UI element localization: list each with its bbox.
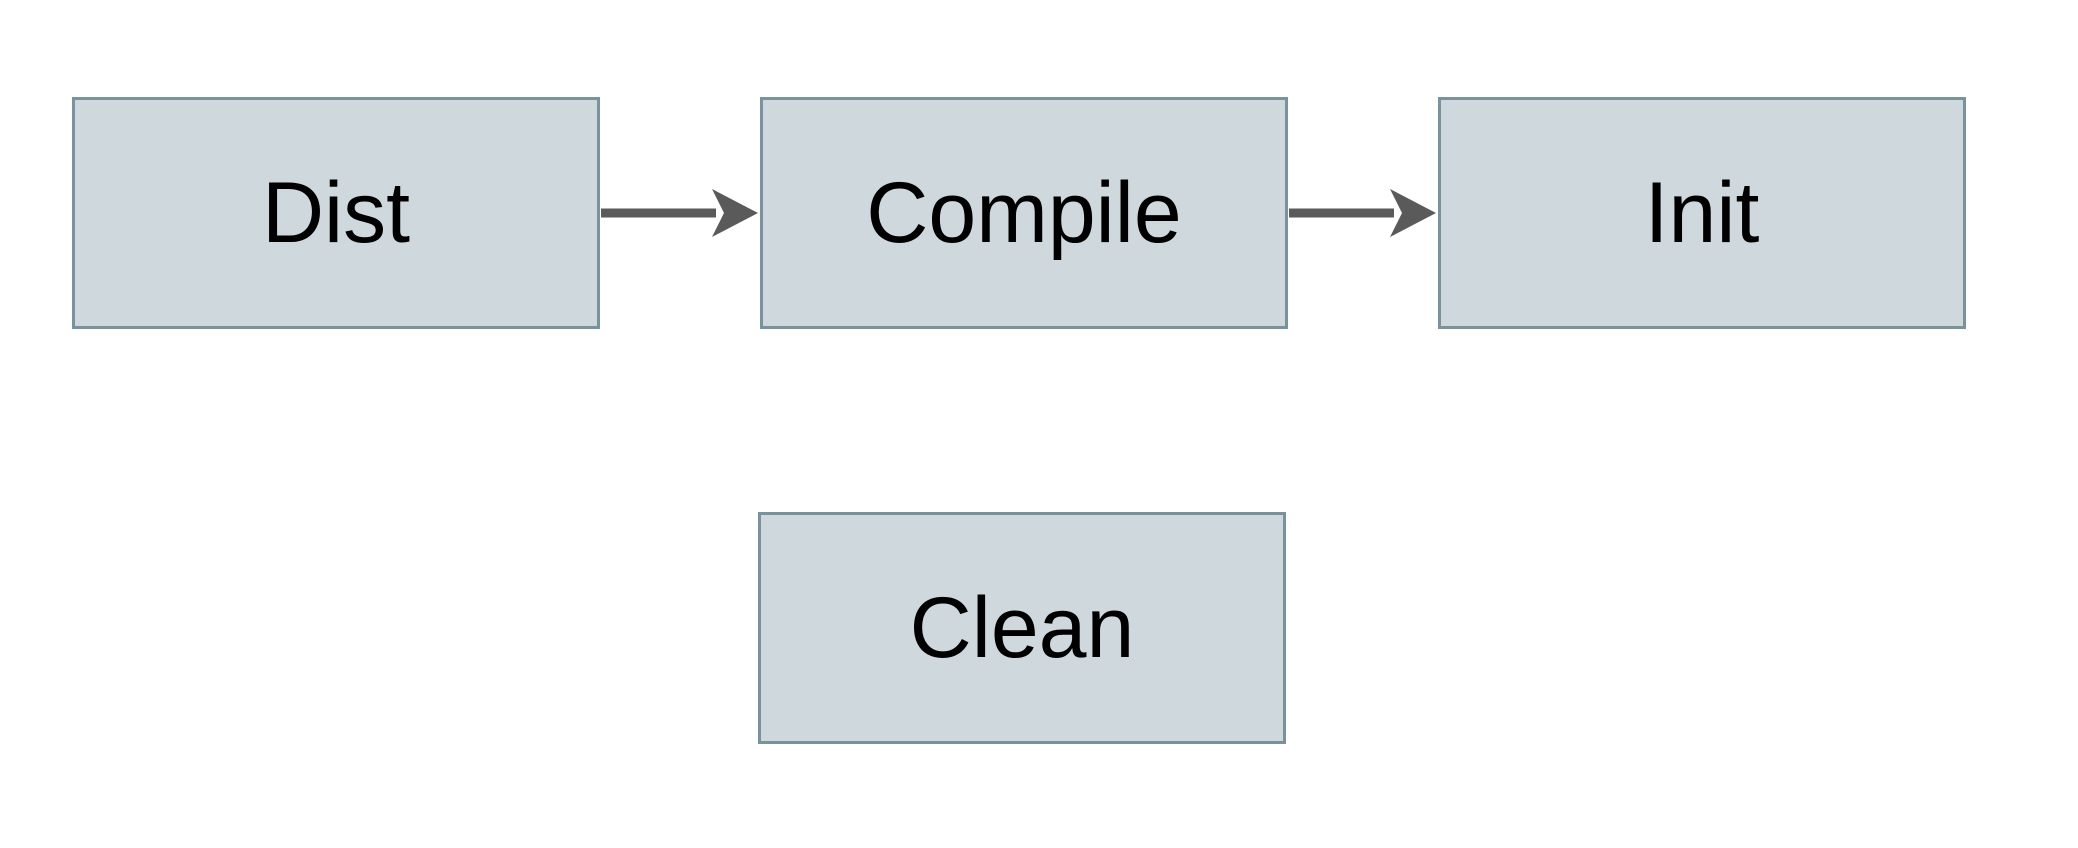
node-init: Init [1438, 97, 1966, 329]
arrow-compile-to-init [1289, 189, 1436, 237]
node-dist: Dist [72, 97, 600, 329]
arrow-dist-to-compile [601, 189, 758, 237]
node-init-label: Init [1644, 165, 1760, 261]
node-compile-label: Compile [866, 165, 1182, 261]
node-clean: Clean [758, 512, 1286, 744]
node-dist-label: Dist [261, 165, 411, 261]
node-compile: Compile [760, 97, 1288, 329]
node-clean-label: Clean [909, 580, 1135, 676]
